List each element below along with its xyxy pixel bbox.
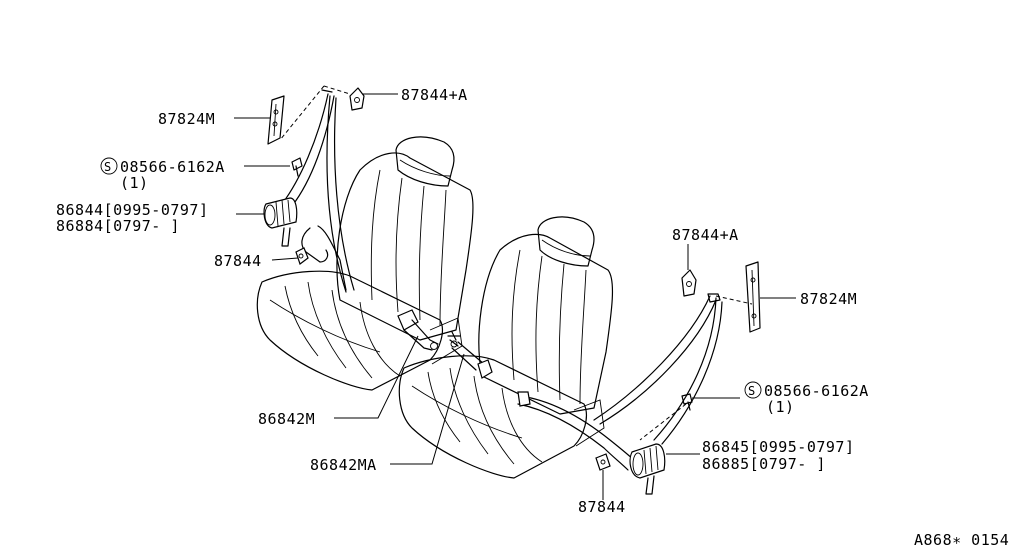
label-left-retractor-1: 86844[0995-0797] [56,201,209,219]
left-anchor-cover [349,87,365,111]
label-left-bolt: 08566-6162A [120,158,225,176]
left-pillar-guide [267,95,285,145]
left-belt-webbing [279,85,355,293]
left-seat [256,136,474,391]
label-right-lower-anchor: 87844 [578,498,626,516]
label-left-lower-anchor: 87844 [214,252,262,270]
label-right-retractor-2: 86885[0797- ] [702,455,826,473]
right-retractor [629,443,666,495]
svg-text:S: S [748,384,756,398]
label-right-bolt-qty: (1) [766,398,795,416]
svg-text:S: S [104,160,112,174]
screw-symbol-left: S [100,157,118,175]
label-right-retractor-1: 86845[0995-0797] [702,438,855,456]
label-left-anchor-cover: 87844+A [401,86,468,104]
screw-symbol-right: S [744,381,762,399]
diagram-code: A868∗ 0154 [914,531,1009,549]
right-lower-anchor [595,453,611,471]
right-anchor-cover [681,269,697,297]
right-pillar-guide [745,261,761,333]
left-buckle [397,309,461,351]
label-left-retractor-2: 86884[0797- ] [56,217,180,235]
right-buckle [449,339,493,379]
label-right-anchor-cover: 87844+A [672,226,739,244]
label-right-buckle: 86842MA [310,456,377,474]
leader-lines [234,93,796,500]
right-belt-webbing [517,293,753,471]
label-left-buckle: 86842M [258,410,315,428]
label-right-guide: 87824M [800,290,857,308]
right-bolt [681,393,693,411]
left-bolt [291,157,303,177]
label-right-bolt: 08566-6162A [764,382,869,400]
left-lower-anchor [295,247,309,265]
left-retractor [263,197,298,247]
label-left-guide: 87824M [158,110,215,128]
label-left-bolt-qty: (1) [120,174,149,192]
